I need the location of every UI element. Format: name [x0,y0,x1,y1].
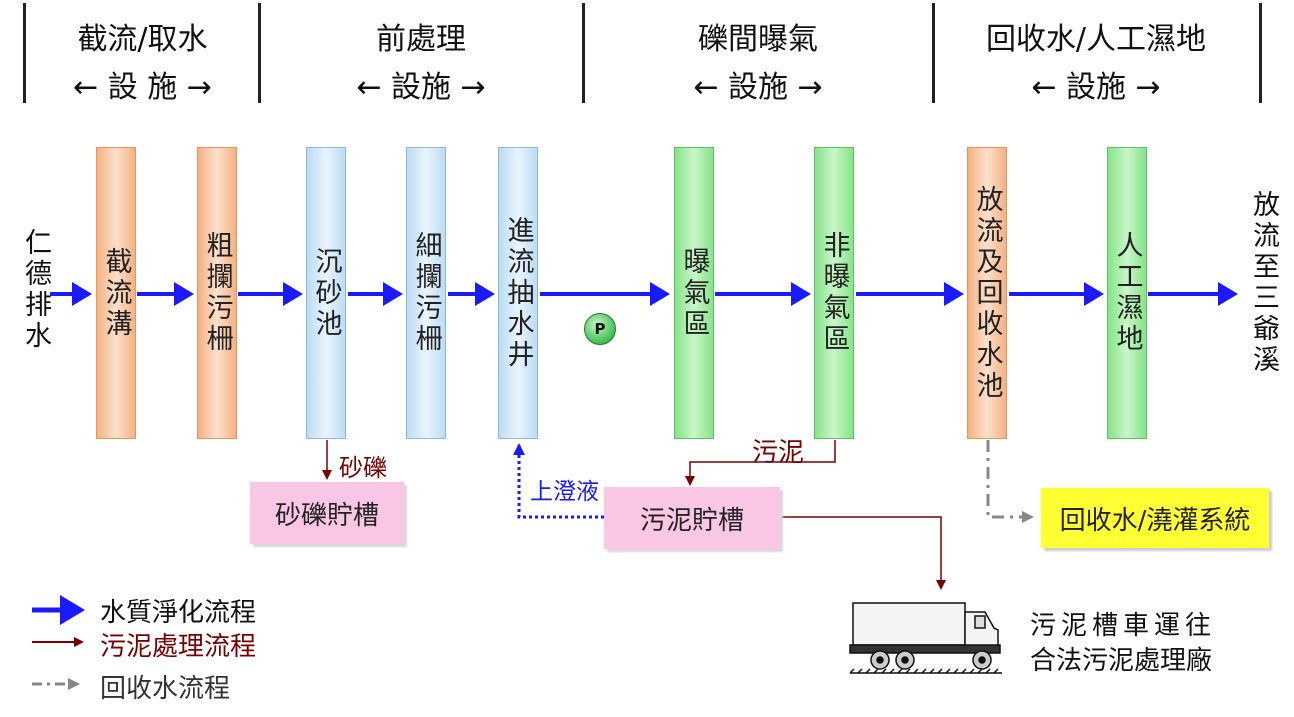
unit-aeration-zone: 曝氣區 [674,147,714,439]
section-title-pretreatment: 前處理 [376,22,466,57]
section-sub-wetland: ← 設施 → [1031,70,1161,105]
section-sub-pretreatment: ← 設施 → [356,70,486,105]
unit-label: 粗攔污柵 [201,231,233,355]
unit-effluent-reuse-pond: 放流及回收水池 [967,147,1007,439]
section-sub-aeration: ← 設施 → [693,70,823,105]
truck-text-line1: 污泥槽車運往 [1030,611,1217,641]
section-title-intake: 截流/取水 [77,22,208,57]
unit-interception-ditch: 截流溝 [96,147,136,439]
unit-label: 細攔污柵 [410,231,442,355]
inflow-label: 仁德排水 [20,228,51,352]
unit-fine-screen: 細攔污柵 [406,147,446,439]
header-divider [23,3,26,103]
flow-label-supernatant: 上澄液 [530,479,599,505]
grit-storage-tank: 砂礫貯槽 [250,482,404,544]
section-sub-intake: ← 設 施 → [73,70,212,105]
unit-grit-chamber: 沉砂池 [306,147,346,439]
header-divider [582,3,585,103]
header-divider [932,3,935,103]
outflow-label: 放流至三爺溪 [1248,190,1279,376]
unit-label: 進流抽水井 [502,215,534,371]
header-divider [258,3,261,103]
pump-label: P [594,320,606,338]
reuse-irrigation-system: 回收水/澆灌系統 [1041,488,1269,548]
flow-label-grit: 砂礫 [339,454,387,482]
unit-label: 非曝氣區 [818,231,850,355]
unit-label: 截流溝 [100,246,132,340]
legend-sludge-label: 污泥處理流程 [100,632,257,662]
pump-icon: P [584,313,616,345]
unit-label: 人工濕地 [1111,231,1143,355]
truck-text-line2: 合法污泥處理廠 [1030,646,1213,676]
unit-non-aeration-zone: 非曝氣區 [814,147,854,439]
flow-label-sludge: 污泥 [752,438,805,468]
legend-water-label: 水質淨化流程 [100,598,257,628]
section-title-aeration: 礫間曝氣 [698,22,818,57]
unit-coarse-screen: 粗攔污柵 [197,147,237,439]
legend-reuse-label: 回收水流程 [100,674,231,704]
unit-label: 曝氣區 [678,246,710,340]
header-divider [1259,3,1262,103]
sludge-storage-tank: 污泥貯槽 [604,487,780,549]
unit-influent-pump-well: 進流抽水井 [498,147,538,439]
unit-constructed-wetland: 人工濕地 [1107,147,1147,439]
section-title-wetland: 回收水/人工濕地 [985,22,1207,57]
unit-label: 沉砂池 [310,246,342,340]
unit-label: 放流及回收水池 [971,184,1003,402]
